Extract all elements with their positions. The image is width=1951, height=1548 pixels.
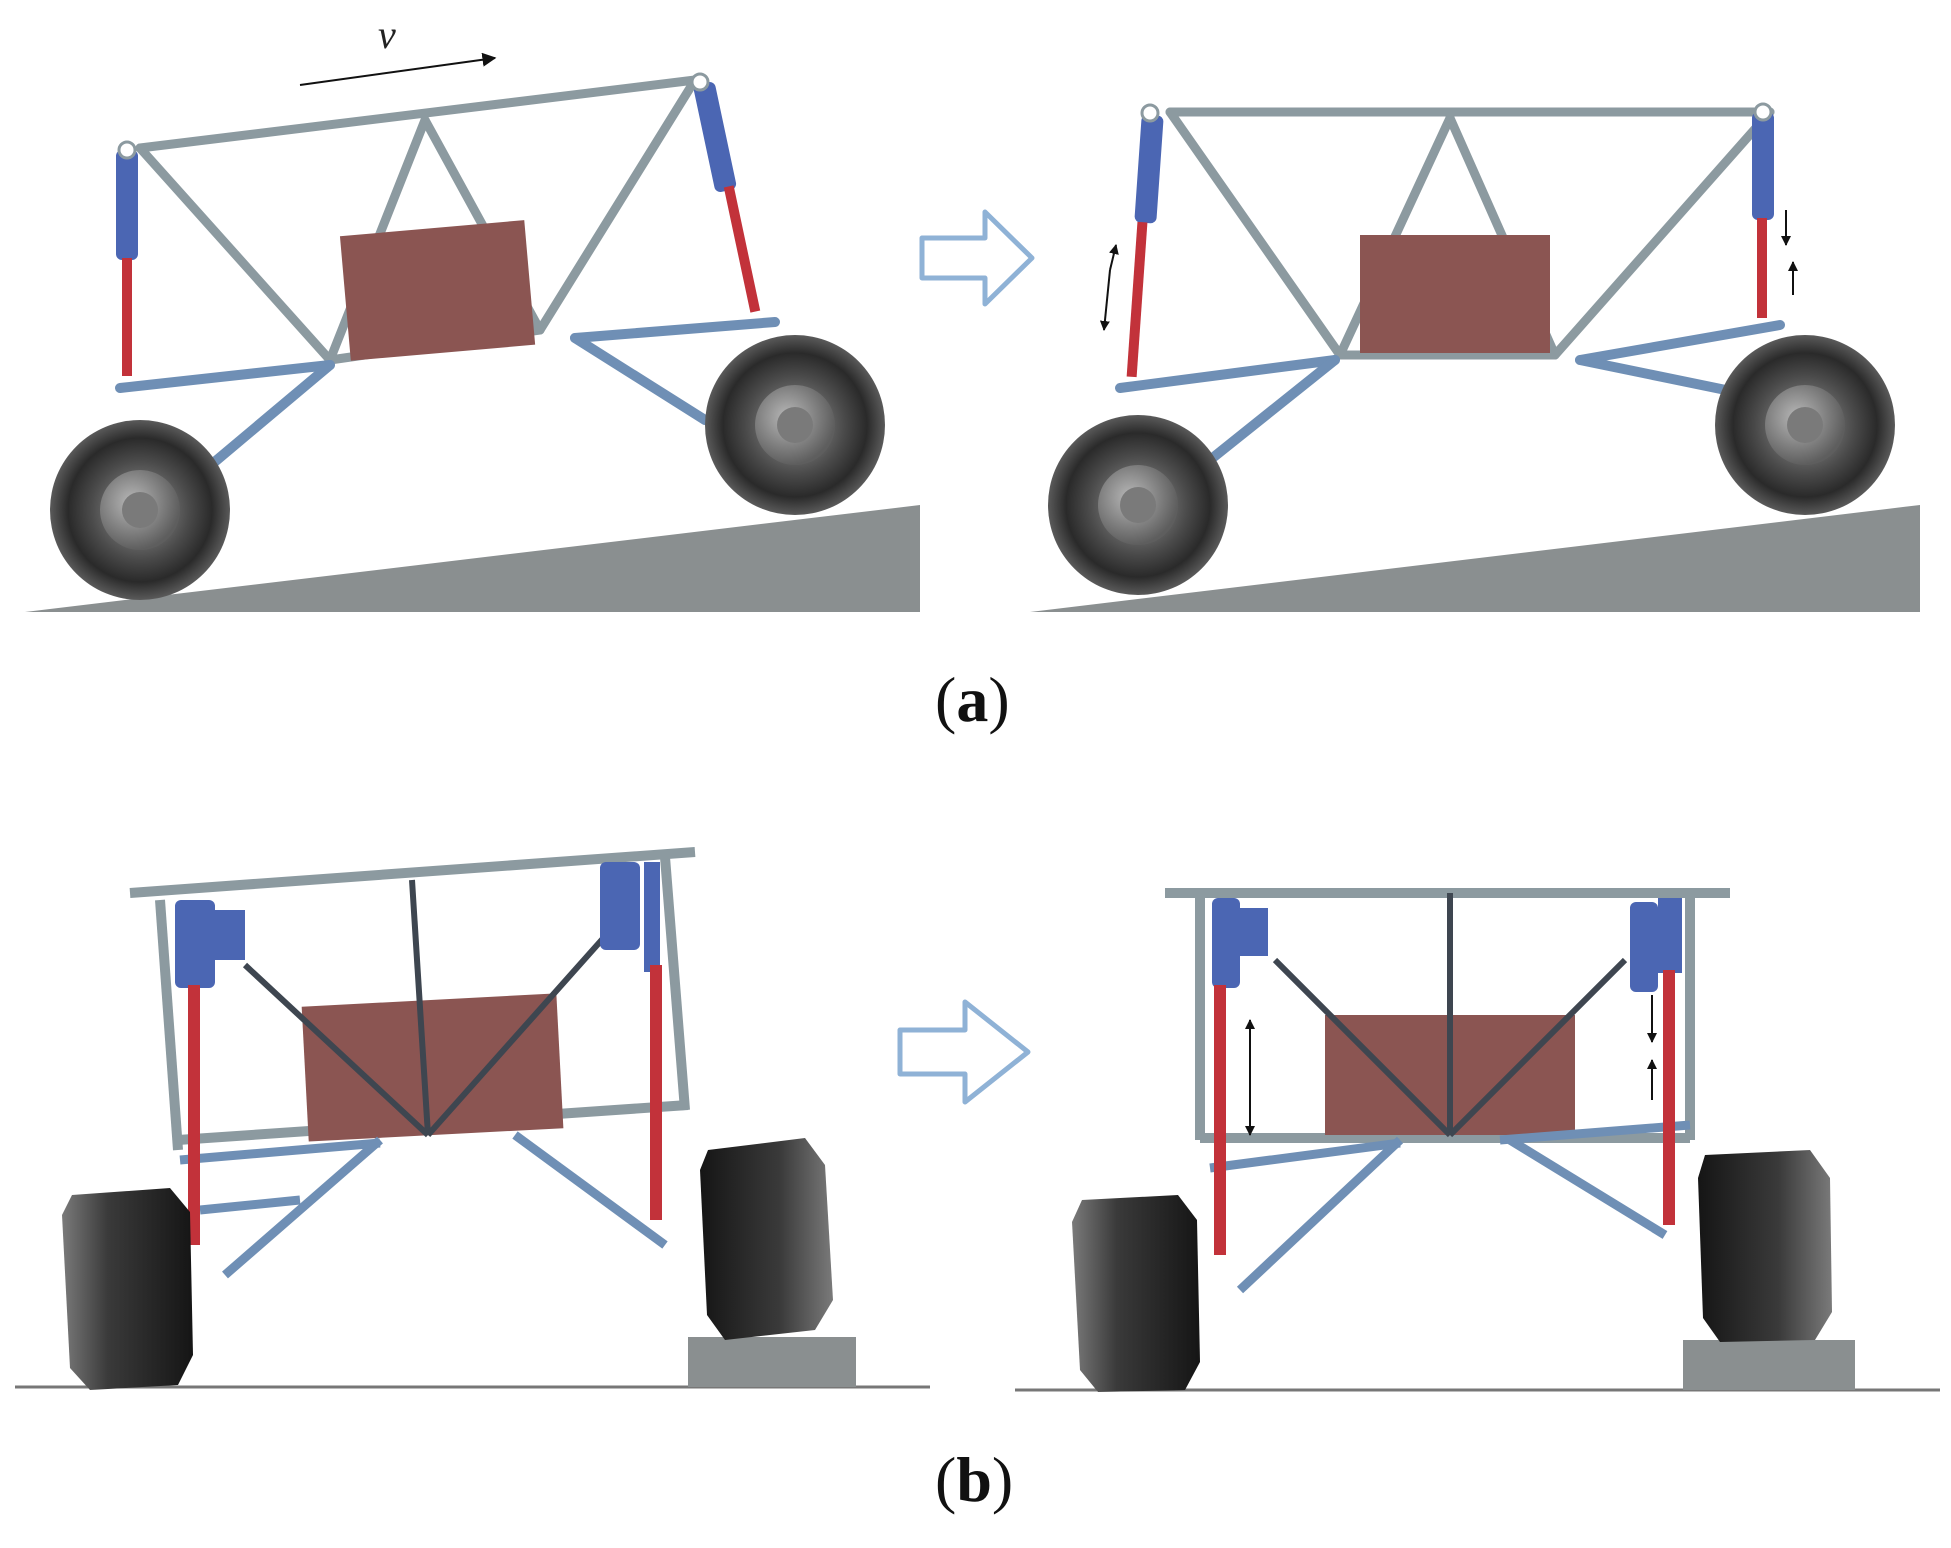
- step-block: [688, 1337, 856, 1387]
- payload-box: [339, 220, 536, 361]
- caption-a-letter: a: [956, 664, 989, 735]
- lower-arms: [115, 317, 780, 475]
- frame: [129, 847, 696, 1151]
- left-wheel: [1048, 415, 1228, 595]
- right-wheel: [1715, 335, 1895, 515]
- right-actuator: [600, 862, 662, 1220]
- hollow-right-arrow-icon: [919, 209, 1035, 307]
- right-actuator: [1630, 898, 1682, 1225]
- slope-ground: [1030, 505, 1920, 612]
- caption-b-close: ): [991, 1444, 1014, 1515]
- right-tire: [1698, 1150, 1832, 1342]
- lower-arms: [1115, 320, 1785, 465]
- caption-b: (b): [935, 1448, 1013, 1512]
- panel-a-before: v: [25, 12, 920, 612]
- left-tire: [62, 1188, 193, 1390]
- left-tire: [1072, 1195, 1200, 1392]
- payload-box: [1360, 235, 1550, 353]
- panel-b-before: [15, 847, 930, 1390]
- lower-arms: [179, 1131, 668, 1279]
- left-actuator: [116, 140, 138, 376]
- left-wheel: [50, 420, 230, 600]
- payload-box: [301, 993, 564, 1142]
- velocity-label: v: [378, 12, 396, 57]
- caption-b-letter: b: [956, 1444, 992, 1515]
- hollow-right-arrow-icon: [897, 999, 1031, 1105]
- cross-braces: [1272, 893, 1628, 1138]
- caption-a-close: ): [988, 664, 1010, 735]
- right-actuator: [690, 72, 761, 313]
- extend-arrows: [1099, 244, 1119, 331]
- cross-braces: [242, 879, 618, 1138]
- caption-a: (a): [935, 668, 1010, 732]
- left-actuator: [1126, 103, 1164, 378]
- right-actuator: [1752, 102, 1774, 318]
- velocity-arrow: [299, 52, 497, 86]
- left-actuator: [1212, 898, 1268, 1255]
- panel-b-after: [1015, 888, 1940, 1392]
- right-tire: [700, 1138, 833, 1340]
- retract-arrows: [1781, 210, 1798, 295]
- left-actuator: [175, 900, 245, 1245]
- slope-ground: [25, 505, 920, 612]
- caption-b-open: (: [935, 1444, 957, 1515]
- step-block: [1683, 1340, 1855, 1390]
- lower-arms: [1209, 1120, 1691, 1294]
- panel-a-after: [1030, 102, 1920, 612]
- caption-a-open: (: [935, 664, 957, 735]
- right-wheel: [705, 335, 885, 515]
